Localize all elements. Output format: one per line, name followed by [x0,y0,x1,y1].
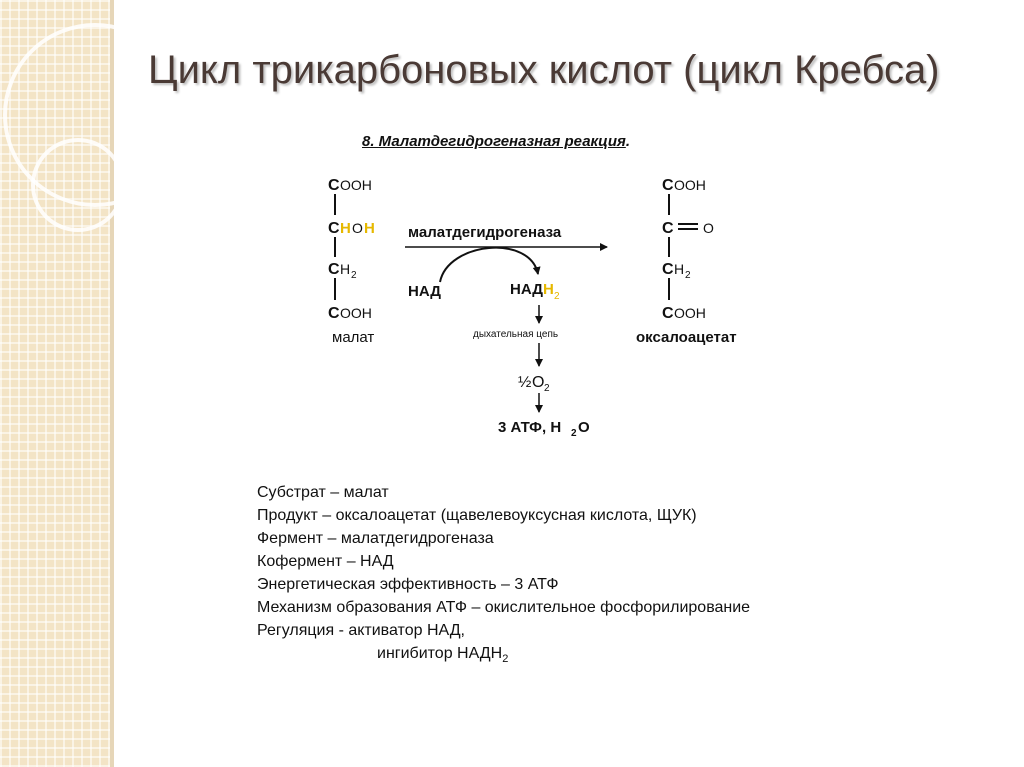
decorative-rings [3,23,130,232]
oxalo-c3: C [662,261,674,278]
oxaloacetate-label: оксалоацетат [636,329,737,346]
oxalo-c3-h: H [674,261,684,277]
cofactor-out-label: НАД [510,281,543,298]
reaction-subtitle-suffix: . [625,133,630,150]
malate-c2-o: O [352,220,363,236]
reaction-subtitle: 8. Малатдегидрогеназная реакция. [362,133,630,150]
respiratory-chain-label: дыхательная цепь [473,329,558,340]
malate-c3-sub: 2 [351,270,357,281]
products-end: О [578,419,590,436]
property-inhibitor: ингибитор НАДН2 [257,642,750,671]
oxygen-sub: 2 [544,383,550,394]
oxaloacetate-structure: C OOH C O C H 2 C OOH оксалоацетат [636,177,737,346]
oxalo-c1: C [662,177,674,194]
malate-c2-h-left: H [340,220,351,237]
malate-c2-h-right: H [364,220,375,237]
cofactor-in-label: НАД [408,283,441,300]
reaction-diagram: C OOH C H O H C H 2 C OOH малат малатдег… [328,177,608,439]
sidebar-edge [110,0,114,767]
property-inhibitor-text: ингибитор НАДН [377,645,503,662]
malate-c3-h: H [340,261,350,277]
oxalo-c2-o: O [703,220,714,236]
malate-c1-group: OOH [340,177,372,193]
cofactor-arc-arrow [439,246,541,283]
sidebar-pattern [0,0,110,767]
malate-c2: C [328,220,340,237]
oxygen-fraction: ½ [518,374,531,391]
oxalo-c1-group: OOH [674,177,706,193]
products-label: 3 АТФ, Н [498,419,561,436]
enzyme-label: малатдегидрогеназа [408,224,562,241]
cofactor-out-sub: 2 [554,291,560,302]
malate-structure: C OOH C H O H C H 2 C OOH малат [328,177,375,346]
oxalo-c2: C [662,220,674,237]
property-inhibitor-sub: 2 [502,653,509,666]
malate-c4: C [328,305,340,322]
malate-label: малат [332,329,374,346]
reaction-subtitle-text: 8. Малатдегидрогеназная реакция [362,133,626,150]
cofactor-out-h: Н [543,281,554,298]
property-efficiency: Энергетическая эффективность – 3 АТФ [257,576,559,593]
oxalo-c3-sub: 2 [685,270,691,281]
oxygen-o: O [532,374,544,391]
malate-c4-group: OOH [340,305,372,321]
malate-c3: C [328,261,340,278]
property-substrate: Субстрат – малат [257,484,389,501]
property-enzyme: Фермент – малатдегидрогеназа [257,530,494,547]
oxalo-c4: C [662,305,674,322]
property-coenzyme: Кофермент – НАД [257,553,394,570]
property-mechanism: Механизм образования АТФ – окислительное… [257,599,751,616]
slide-title: Цикл трикарбоновых кислот (цикл Кребса) [148,48,940,92]
property-product: Продукт – оксалоацетат (щавелевоуксусная… [257,507,697,524]
property-regulation: Регуляция - активатор НАД, [257,622,465,639]
products-sub: 2 [571,428,577,439]
oxalo-c4-group: OOH [674,305,706,321]
reaction-properties: Субстрат – малат Продукт – оксалоацетат … [257,481,750,671]
malate-c1: C [328,177,340,194]
